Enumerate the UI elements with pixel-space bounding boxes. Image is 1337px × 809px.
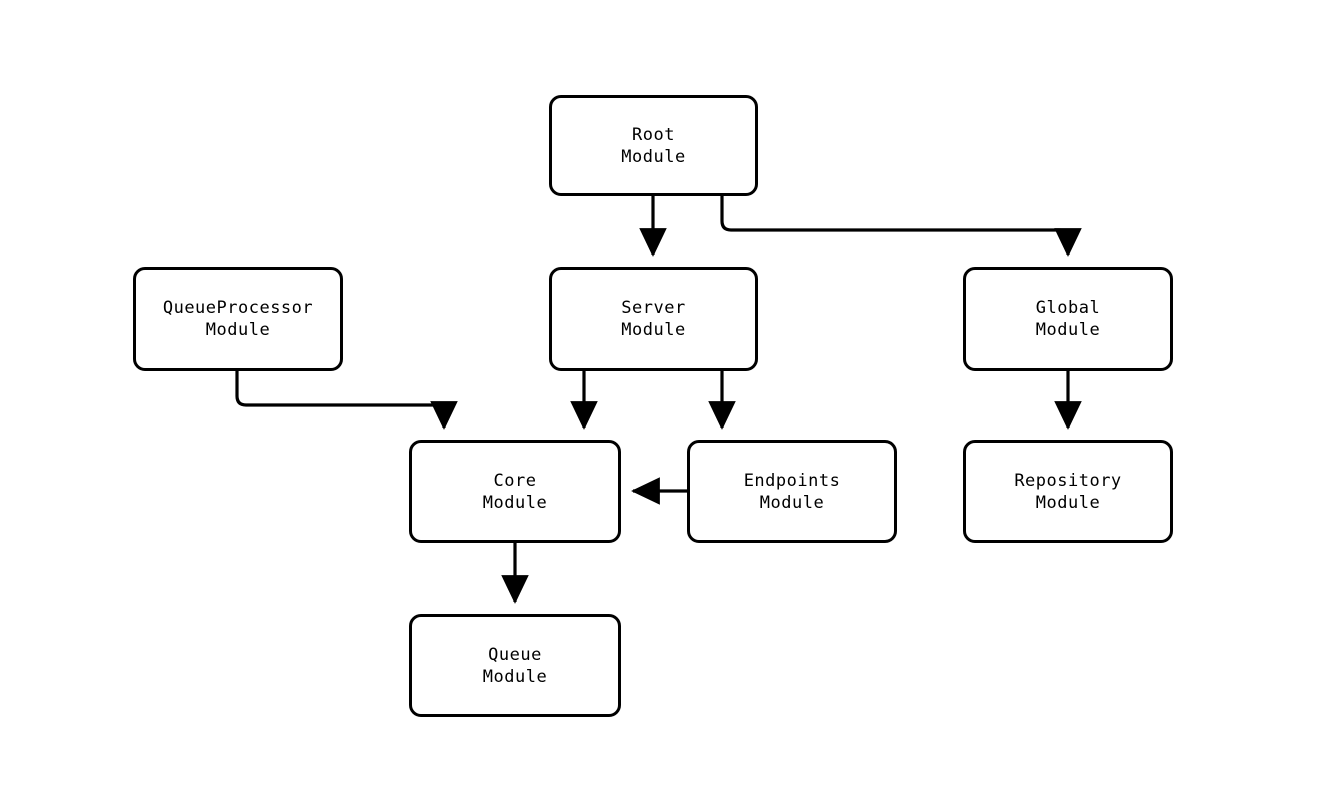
node-label-repository: Repository Module [1014, 470, 1122, 513]
node-label-global: Global Module [1035, 298, 1101, 340]
node-core[interactable]: Core Module [409, 440, 621, 543]
node-label-endpoints: Endpoints Module [743, 470, 841, 513]
node-label-queue: Queue Module [482, 644, 548, 687]
node-root[interactable]: Root Module [549, 95, 758, 196]
edge-queueprocessor-to-core [235, 371, 458, 430]
node-label-core: Core Module [482, 470, 548, 513]
node-queueprocessor[interactable]: QueueProcessor Module [133, 267, 343, 371]
node-endpoints[interactable]: Endpoints Module [687, 440, 897, 543]
node-repository[interactable]: Repository Module [963, 440, 1173, 543]
node-server[interactable]: Server Module [549, 267, 758, 371]
node-label-server: Server Module [621, 298, 686, 340]
node-label-root: Root Module [621, 124, 686, 167]
edge-root-to-global [720, 196, 1082, 257]
node-global[interactable]: Global Module [963, 267, 1173, 371]
node-label-queueprocessor: QueueProcessor Module [162, 298, 314, 340]
node-queue[interactable]: Queue Module [409, 614, 621, 717]
